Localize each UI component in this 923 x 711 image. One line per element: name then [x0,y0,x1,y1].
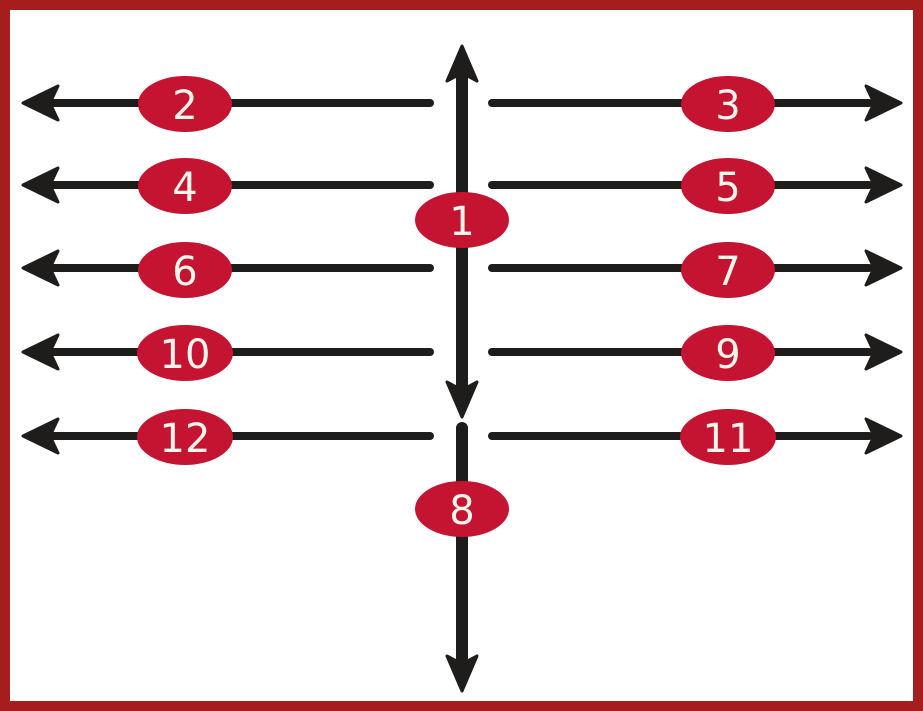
node-badge-3: 3 [681,76,775,132]
badge-label: 1 [449,199,474,245]
right-arrowhead-icon [864,249,903,287]
badge-ellipse [681,325,775,381]
badge-ellipse [681,158,775,214]
right-arrowhead-icon [864,84,903,122]
badge-ellipse [415,192,509,248]
badge-label: 3 [715,83,740,129]
row-2-left-arrow [21,166,434,204]
row-1-right-arrow [488,84,903,122]
right-arrowhead-icon [864,417,903,455]
badge-label: 4 [172,165,197,211]
bottom-vertical-arrow-8 [445,422,479,693]
down-arrowhead-icon [445,380,479,419]
node-badge-6: 6 [138,242,232,298]
badge-label: 9 [715,332,740,378]
row-1-left-arrow [21,84,434,122]
node-badge-5: 5 [681,158,775,214]
badge-label: 8 [449,488,474,534]
badge-ellipse [680,409,776,465]
row-4-right-arrow [488,333,903,371]
left-arrowhead-icon [21,333,60,371]
badge-ellipse [415,481,509,537]
badge-ellipse [138,158,232,214]
badge-label: 12 [160,416,211,462]
node-badge-2: 2 [138,76,232,132]
node-badge-9: 9 [681,325,775,381]
badge-ellipse [137,325,233,381]
node-badge-10: 10 [137,325,233,381]
badge-ellipse [681,242,775,298]
badge-ellipse [681,76,775,132]
badge-label: 2 [172,83,197,129]
badge-label: 11 [703,416,754,462]
badge-label: 7 [715,249,740,295]
row-5-left-arrow [21,417,434,455]
left-arrowhead-icon [21,84,60,122]
node-badge-8: 8 [415,481,509,537]
badge-ellipse [138,76,232,132]
up-arrowhead-icon [445,44,479,83]
node-badge-11: 11 [680,409,776,465]
left-arrowhead-icon [21,166,60,204]
row-3-left-arrow [21,249,434,287]
node-badge-12: 12 [137,409,233,465]
badge-label: 10 [160,332,211,378]
down-arrowhead-icon [445,654,479,693]
right-arrowhead-icon [864,166,903,204]
row-3-right-arrow [488,249,903,287]
badge-label: 5 [715,165,740,211]
node-badge-1: 1 [415,192,509,248]
node-badge-4: 4 [138,158,232,214]
right-arrowhead-icon [864,333,903,371]
left-arrowhead-icon [21,249,60,287]
left-arrowhead-icon [21,417,60,455]
node-badge-7: 7 [681,242,775,298]
row-2-right-arrow [488,166,903,204]
badge-ellipse [138,242,232,298]
badge-ellipse [137,409,233,465]
badge-label: 6 [172,249,197,295]
row-4-left-arrow [21,333,434,371]
